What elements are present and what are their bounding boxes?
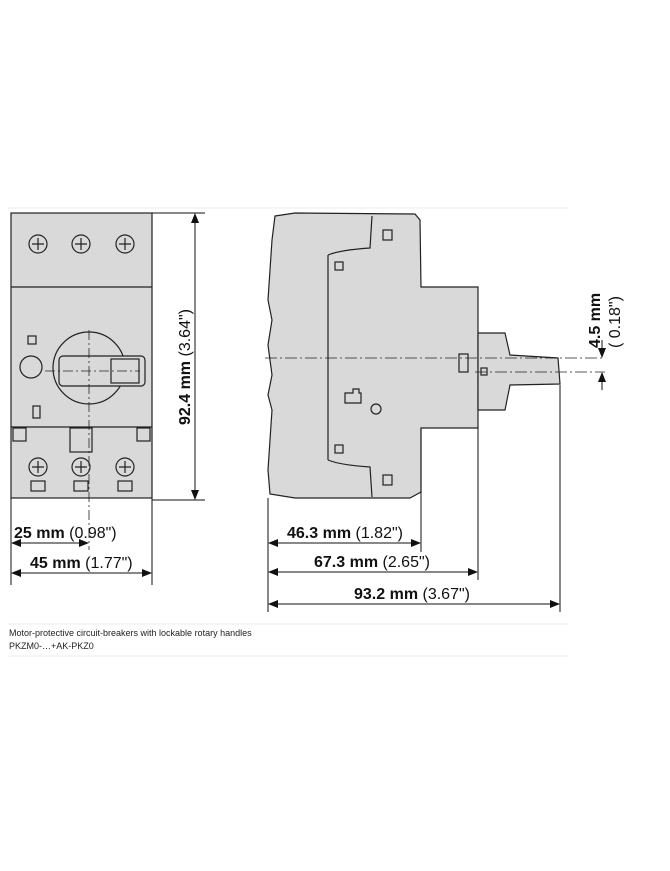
- terminal-screw-icons: [28, 234, 135, 477]
- center-dim-inch: (0.98"): [69, 525, 116, 542]
- width-dim-value: 45 mm: [30, 555, 81, 572]
- height-dim-value: 92.4 mm: [177, 361, 194, 425]
- depth1-dim-inch: (1.82"): [356, 525, 403, 542]
- svg-text:45 mm (1.77"): 45 mm (1.77"): [30, 555, 133, 572]
- caption-title: Motor-protective circuit-breakers with l…: [9, 628, 252, 638]
- depth2-dim-inch: (2.65"): [383, 554, 430, 571]
- depth2-dim-value: 67.3 mm: [314, 554, 378, 571]
- svg-text:93.2 mm (3.67"): 93.2 mm (3.67"): [354, 586, 470, 603]
- svg-text:25 mm (0.98"): 25 mm (0.98"): [14, 525, 117, 542]
- front-dimensions: [10, 212, 205, 585]
- side-view: [265, 212, 605, 499]
- depth1-dim-value: 46.3 mm: [287, 525, 351, 542]
- width-dim-inch: (1.77"): [85, 555, 132, 572]
- svg-text:4.5 mm: 4.5 mm: [587, 293, 604, 348]
- offset-dim-inch: ( 0.18"): [607, 296, 624, 348]
- svg-text:( 0.18"): ( 0.18"): [607, 296, 624, 348]
- front-view: [10, 212, 153, 550]
- caption-part-number: PKZM0-…+AK-PKZ0: [9, 641, 94, 651]
- offset-dim-value: 4.5 mm: [587, 293, 604, 348]
- svg-text:46.3 mm (1.82"): 46.3 mm (1.82"): [287, 525, 403, 542]
- height-dim-inch: (3.64"): [177, 309, 194, 356]
- depth3-dim-value: 93.2 mm: [354, 586, 418, 603]
- side-dimensions: [267, 340, 606, 612]
- depth3-dim-inch: (3.67"): [423, 586, 470, 603]
- svg-text:67.3 mm (2.65"): 67.3 mm (2.65"): [314, 554, 430, 571]
- svg-text:92.4 mm (3.64"): 92.4 mm (3.64"): [177, 309, 194, 425]
- center-dim-value: 25 mm: [14, 525, 65, 542]
